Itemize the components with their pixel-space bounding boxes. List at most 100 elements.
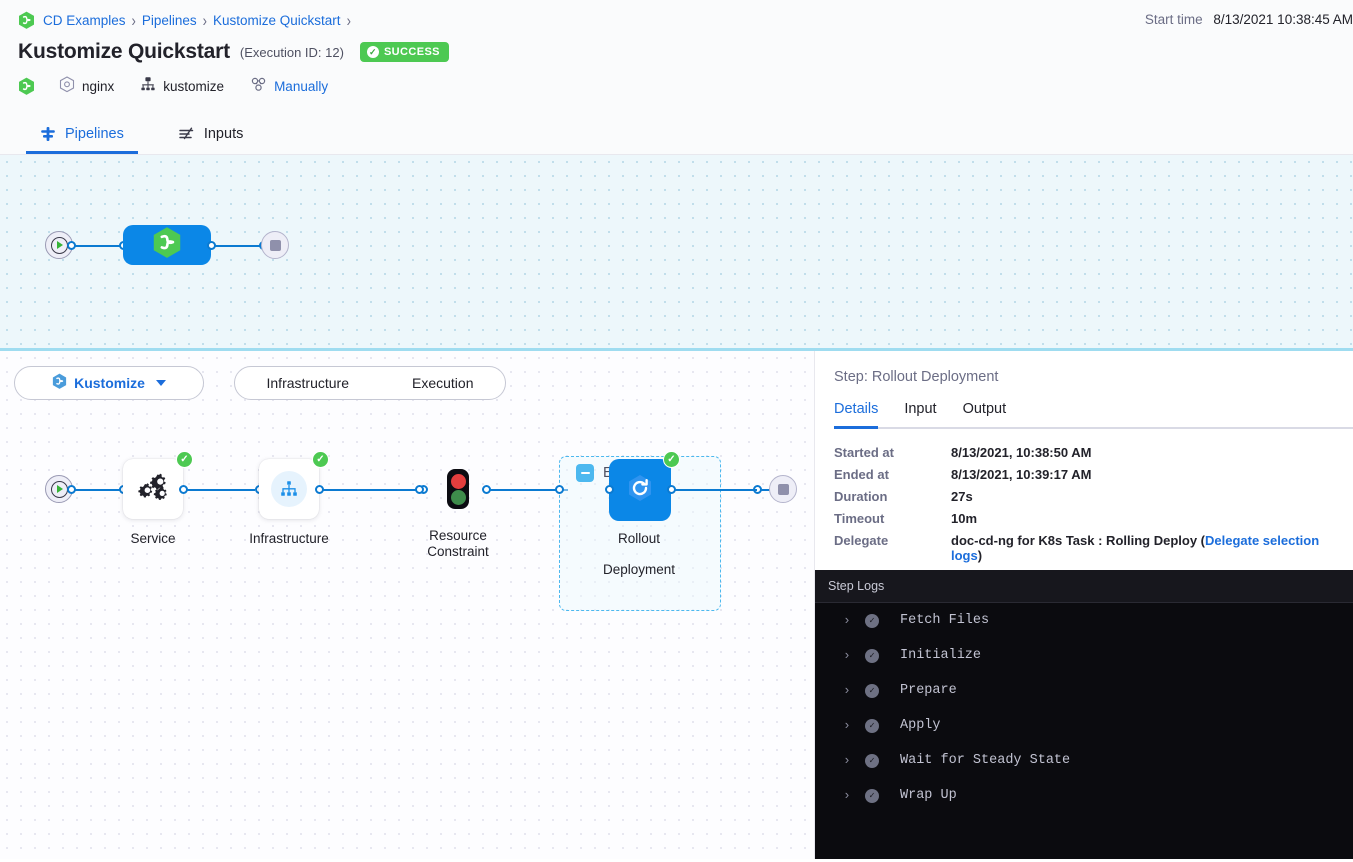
panel-tabs: Details Input Output (834, 401, 1353, 429)
traffic-light-green-icon (450, 489, 466, 505)
stage-tab-infrastructure[interactable]: Infrastructure (266, 375, 349, 391)
pipeline-end-node[interactable] (261, 231, 289, 259)
detail-value: doc-cd-ng for K8s Task : Rolling Deploy … (951, 533, 1353, 563)
stage-selector-row: Kustomize Infrastructure Execution (14, 366, 506, 400)
meta-item-harness (18, 77, 37, 96)
main-tabs: Pipelines Inputs (26, 116, 257, 154)
status-badge: ✓ SUCCESS (359, 42, 449, 62)
resource-constraint-node[interactable] (447, 469, 469, 509)
log-row-prepare[interactable]: › ✓ Prepare (815, 673, 1353, 708)
play-start-icon (50, 236, 68, 254)
detail-key: Timeout (834, 511, 885, 526)
detail-value: 8/13/2021, 10:39:17 AM (951, 467, 1092, 482)
delegate-selection-logs-link[interactable]: Delegate selection logs (951, 533, 1320, 563)
port-group-in-left (415, 485, 424, 494)
log-row-wait-for-steady-state[interactable]: › ✓ Wait for Steady State (815, 743, 1353, 778)
breadcrumb-separator: › (202, 11, 208, 30)
breadcrumb-item-kustomize-quickstart[interactable]: Kustomize Quickstart (213, 13, 341, 28)
execution-id: (Execution ID: 12) (239, 44, 344, 60)
chevron-right-icon[interactable]: › (843, 788, 851, 803)
breadcrumb-item-pipelines[interactable]: Pipelines (141, 13, 197, 28)
start-time-label: Start time (1144, 12, 1203, 27)
log-row-wrap-up[interactable]: › ✓ Wrap Up (815, 778, 1353, 813)
detail-key: Ended at (834, 467, 889, 482)
log-row-label: Prepare (900, 683, 957, 698)
log-row-fetch-files[interactable]: › ✓ Fetch Files (815, 603, 1353, 638)
edge-stage-to-end (215, 245, 263, 247)
step-title: Step: Rollout Deployment (834, 369, 999, 385)
edge-service-to-infra (187, 489, 255, 491)
panel-tab-output[interactable]: Output (962, 401, 1007, 417)
stage-sub-tabs: Infrastructure Execution (234, 366, 506, 400)
log-row-initialize[interactable]: › ✓ Initialize (815, 638, 1353, 673)
breadcrumb-item-cd-examples[interactable]: CD Examples (43, 13, 126, 28)
status-badge-label: SUCCESS (383, 46, 440, 58)
tab-pipelines-label: Pipelines (65, 126, 124, 142)
service-node[interactable] (123, 459, 183, 519)
breadcrumb: CD Examples › Pipelines › Kustomize Quic… (18, 0, 1353, 30)
step-details-panel: Step: Rollout Deployment Details Input O… (814, 351, 1353, 859)
stage-canvas[interactable]: Kustomize Infrastructure Execution (0, 351, 814, 859)
chevron-right-icon[interactable]: › (843, 753, 851, 768)
log-row-label: Wait for Steady State (900, 753, 1071, 768)
trigger-manual-icon (250, 76, 267, 96)
infrastructure-node-label: Infrastructure (249, 531, 329, 546)
tab-inputs[interactable]: Inputs (164, 116, 258, 154)
rollout-status-success-icon: ✓ (663, 451, 680, 468)
stage-selector-dropdown[interactable]: Kustomize (14, 366, 204, 400)
log-row-label: Wrap Up (900, 788, 957, 803)
panel-header: Step: Rollout Deployment Details Input O… (815, 351, 1353, 429)
detail-row-duration: Duration 27s (834, 489, 1353, 504)
service-node-label: Service (130, 531, 176, 546)
delegate-value-prefix: doc-cd-ng for K8s Task : Rolling Deploy … (951, 533, 1205, 548)
resource-constraint-label-line1: Resource (429, 528, 487, 543)
meta-item-trigger[interactable]: Manually (250, 76, 328, 96)
harness-hexagon-icon (18, 11, 35, 30)
rollout-deployment-node[interactable] (609, 459, 671, 521)
edge-group-to-end (761, 489, 775, 491)
edge-start-to-service (75, 489, 123, 491)
detail-value: 27s (951, 489, 973, 504)
inputs-icon (178, 126, 195, 142)
detail-row-delegate: Delegate doc-cd-ng for K8s Task : Rollin… (834, 533, 1353, 563)
edge-rc-to-rollout (490, 489, 568, 491)
breadcrumb-separator: › (131, 11, 136, 30)
chevron-right-icon[interactable]: › (843, 718, 851, 733)
lower-split: Kustomize Infrastructure Execution (0, 351, 1353, 859)
port-group-in (555, 485, 564, 494)
pipeline-canvas-top[interactable]: ✓ Kustomize (0, 155, 1353, 351)
detail-value: 8/13/2021, 10:38:50 AM (951, 445, 1092, 460)
stage-tab-execution[interactable]: Execution (412, 375, 474, 391)
play-start-icon (50, 480, 68, 498)
stage-node-kustomize[interactable] (123, 225, 211, 265)
port-rollout-in (605, 485, 614, 494)
execution-meta-row: nginx kustomize (18, 76, 1353, 96)
panel-tab-input[interactable]: Input (904, 401, 937, 417)
minus-collapse-icon[interactable] (576, 464, 594, 482)
meta-item-kustomize: kustomize (140, 76, 224, 96)
tab-inputs-label: Inputs (203, 126, 244, 142)
harness-hexagon-icon (152, 226, 182, 265)
chevron-right-icon[interactable]: › (843, 683, 851, 698)
delegate-value-suffix: ) (977, 548, 983, 563)
log-row-apply[interactable]: › ✓ Apply (815, 708, 1353, 743)
infrastructure-node[interactable] (259, 459, 319, 519)
tab-pipelines[interactable]: Pipelines (26, 116, 138, 154)
stage-end-node[interactable] (769, 475, 797, 503)
pipeline-icon (40, 126, 56, 142)
start-time-value: 8/13/2021 10:38:45 AM (1213, 12, 1353, 27)
chevron-right-icon[interactable]: › (843, 648, 851, 663)
check-success-icon: ✓ (865, 718, 879, 733)
breadcrumb-separator: › (346, 11, 351, 30)
detail-key: Delegate (834, 533, 889, 548)
panel-tab-details[interactable]: Details (834, 401, 879, 429)
check-success-icon: ✓ (865, 648, 879, 663)
stop-end-icon (777, 483, 789, 495)
detail-key: Duration (834, 489, 888, 504)
meta-trigger-label[interactable]: Manually (274, 78, 329, 94)
infrastructure-status-success-icon: ✓ (312, 451, 329, 468)
meta-service-label: nginx (82, 78, 115, 94)
resource-constraint-node-label: Resource Constraint (427, 528, 489, 559)
chevron-right-icon[interactable]: › (843, 613, 851, 628)
stage-selector-label: Kustomize (74, 375, 145, 391)
